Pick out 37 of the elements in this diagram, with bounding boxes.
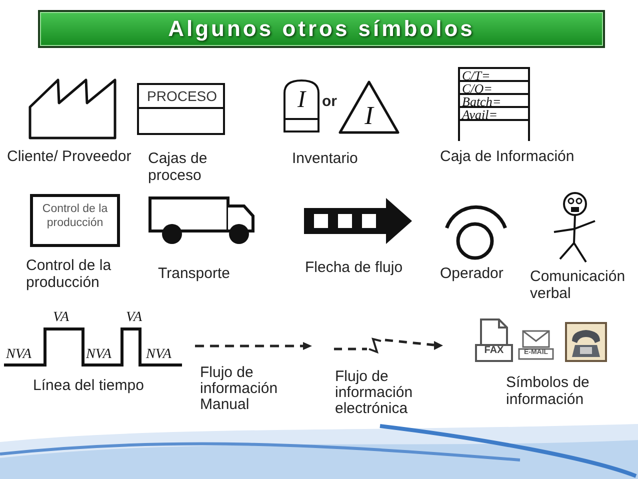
title-banner: Algunos otros símbolos: [38, 10, 605, 48]
timeline-label: NVA: [86, 347, 112, 363]
info-box: [458, 67, 530, 141]
symbol-caption: Cliente/ Proveedor: [7, 148, 132, 165]
symbol-caption: Operador: [440, 265, 504, 282]
timeline-label: VA: [126, 310, 142, 326]
symbol-caption: Flecha de flujo: [305, 259, 403, 276]
symbol-caption: Cajas de proceso: [148, 150, 208, 184]
inventory-letter: I: [296, 87, 308, 113]
process-box: [137, 83, 225, 135]
inventory-triangle: [338, 80, 400, 134]
symbol-caption: Símbolos de información: [506, 374, 590, 408]
symbol-caption: Línea del tiempo: [33, 377, 144, 394]
info-field-label: C/O=: [462, 81, 492, 94]
control-box-text: Control de la producción: [41, 202, 109, 230]
symbol-caption: Control de la producción: [26, 257, 112, 291]
timeline-label: VA: [53, 310, 70, 326]
symbol-caption: Flujo de información electrónica: [335, 369, 414, 417]
fax-label: FAX: [483, 345, 505, 358]
timeline-label: NVA: [6, 347, 32, 363]
process-title: PROCESO: [147, 88, 218, 105]
conjunction-text: or: [322, 93, 337, 110]
fax-document: [475, 318, 513, 362]
telephone-picture: [565, 322, 607, 362]
timeline-label: NVA: [146, 347, 172, 363]
info-field-label: C/T=: [462, 68, 490, 81]
symbol-caption: Transporte: [158, 265, 230, 282]
info-field-label: Avail=: [462, 107, 498, 120]
inventory-letter: I: [364, 102, 376, 129]
symbol-caption: Comunicación verbal: [530, 268, 626, 302]
control-box: [30, 194, 120, 247]
email-envelope: [518, 330, 554, 360]
symbol-caption: Flujo de información Manual: [200, 365, 279, 413]
symbol-caption: Inventario: [292, 150, 358, 167]
symbol-caption: Caja de Información: [440, 148, 574, 165]
inventory-tombstone: [283, 79, 320, 133]
info-field-label: Batch=: [462, 94, 502, 107]
